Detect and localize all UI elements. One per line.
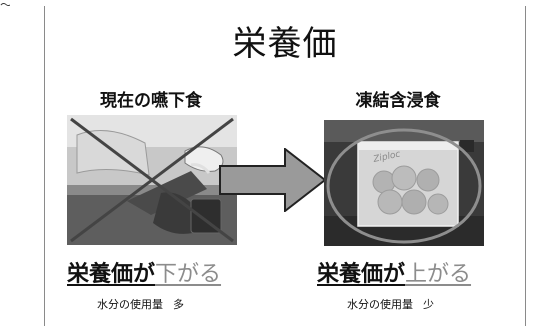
right-water-usage-label: 水分の使用量 bbox=[347, 298, 413, 311]
left-tagline-accent: 下がる bbox=[155, 262, 222, 287]
right-tagline-accent: 上がる bbox=[405, 262, 472, 287]
slide: 栄養価 現在の嚥下食 凍結含浸食 bbox=[44, 6, 526, 326]
corner-glyph: 〜 bbox=[0, 0, 10, 9]
right-nutrition-tagline: 栄養価が上がる bbox=[317, 262, 471, 288]
slide-title: 栄養価 bbox=[232, 24, 338, 64]
freeze-infused-food-illustration: Ziploc bbox=[324, 120, 484, 246]
current-food-illustration bbox=[67, 115, 237, 245]
left-water-usage-note: 水分の使用量多 bbox=[97, 298, 184, 312]
left-heading: 現在の嚥下食 bbox=[100, 91, 202, 111]
current-food-photo bbox=[67, 115, 237, 245]
freeze-infused-food-photo: Ziploc bbox=[324, 120, 484, 246]
right-tagline-main: 栄養価が bbox=[317, 262, 406, 287]
left-water-usage-label: 水分の使用量 bbox=[97, 298, 163, 311]
right-heading: 凍結含浸食 bbox=[355, 91, 441, 111]
left-nutrition-tagline: 栄養価が下がる bbox=[67, 262, 221, 288]
right-water-usage-note: 水分の使用量少 bbox=[347, 298, 434, 312]
left-water-usage-value: 多 bbox=[173, 298, 184, 311]
arrow-right-icon bbox=[219, 148, 327, 212]
left-tagline-main: 栄養価が bbox=[67, 262, 156, 287]
right-water-usage-value: 少 bbox=[423, 298, 434, 311]
